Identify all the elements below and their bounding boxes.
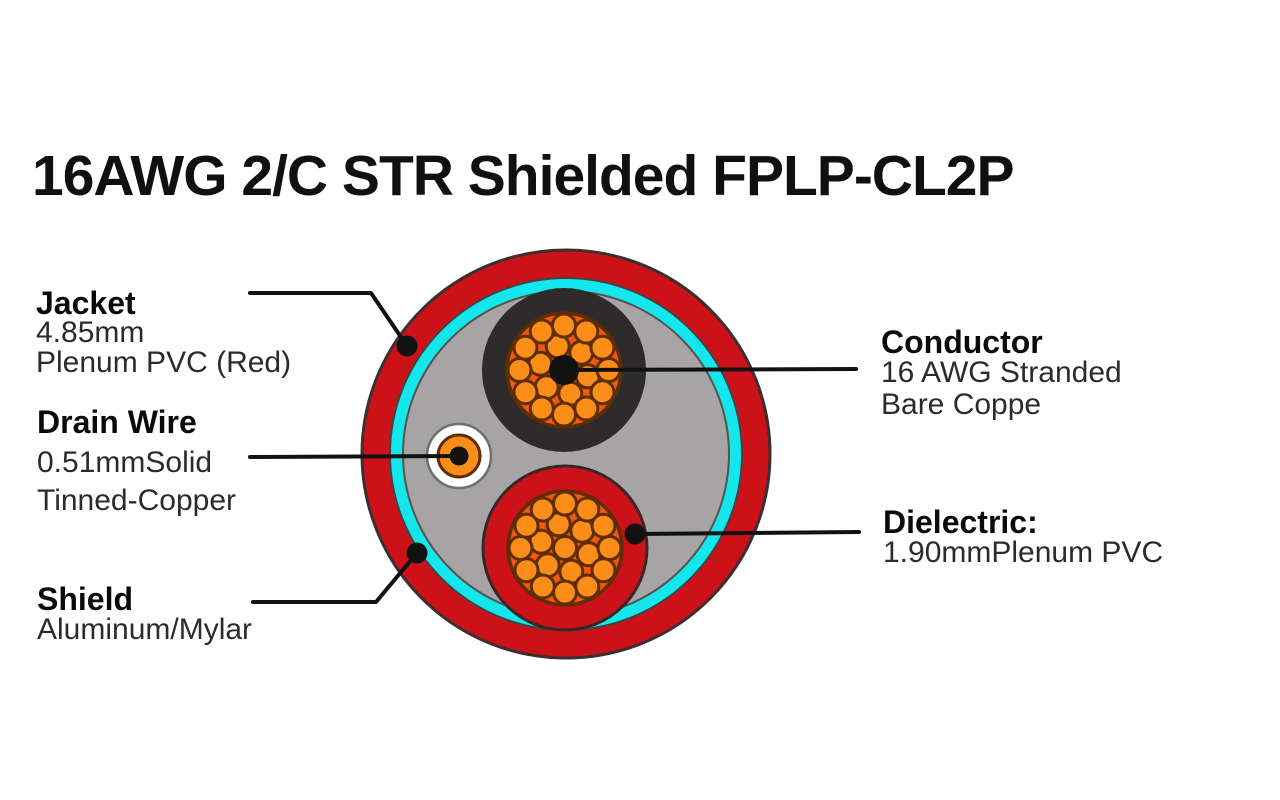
conductor-spec-line2: Bare Coppe (881, 388, 1042, 421)
conductor-strand (590, 557, 617, 584)
conductor-strand (596, 535, 623, 561)
conductor-strand (529, 496, 556, 523)
conductor-strand (552, 579, 578, 606)
conductor-strand (528, 318, 555, 345)
conductor-strand (590, 512, 617, 539)
jacket-label: Jacket (36, 285, 136, 321)
conductor-strand (506, 357, 533, 383)
drain-wire-leader-line (248, 454, 461, 459)
conductor-strand (574, 496, 601, 523)
conductor-leader-line (562, 367, 858, 372)
conductor-strand (507, 535, 534, 561)
jacket-spec-line2: Plenum PVC (Red) (36, 346, 292, 379)
conductor-strand (589, 379, 616, 406)
conductor-spec-line1: 16 AWG Stranded (881, 356, 1122, 389)
conductor-strand (512, 334, 539, 361)
jacket-anchor-dot (396, 335, 418, 357)
conductor-strand (513, 512, 540, 539)
insulated-conductor-bottom (481, 464, 649, 632)
conductor-strand (551, 312, 577, 339)
drain-wire-spec-line2: Tinned-Copper (37, 484, 236, 517)
page-title: 16AWG 2/C STR Shielded FPLP-CL2P (32, 144, 1015, 208)
conductor-strand (573, 395, 600, 422)
jacket-spec-line1: 4.85mm (36, 316, 145, 349)
dielectric-anchor-dot (624, 523, 646, 545)
conductor-strand (513, 557, 540, 584)
shield-leader-line (251, 551, 419, 604)
conductor-strand (573, 318, 600, 345)
dielectric-spec-line1: 1.90mmPlenum PVC (883, 536, 1164, 569)
drain-wire-label: Drain Wire (37, 404, 197, 440)
conductor-strand (569, 517, 596, 544)
shield-anchor-dot (406, 542, 428, 564)
conductor-strand (552, 490, 578, 517)
conductor-strand (552, 535, 578, 561)
dielectric-leader-line (633, 530, 861, 536)
conductor-strand (534, 552, 561, 579)
conductor-strand (528, 395, 555, 422)
jacket-leader-line (248, 291, 409, 348)
drain-wire-spec-line1: 0.51mmSolid (37, 446, 213, 479)
dielectric-label: Dielectric: (883, 504, 1038, 540)
conductor-strand (589, 334, 616, 361)
conductor-strand (551, 401, 577, 428)
shield-label: Shield (37, 581, 134, 617)
conductor-strand (529, 573, 556, 600)
conductor-label: Conductor (881, 324, 1043, 360)
shield-spec-line1: Aluminum/Mylar (37, 613, 253, 646)
strand-group (507, 490, 623, 606)
leader-lines (248, 291, 861, 604)
conductor-strand (574, 573, 601, 600)
conductor-strand (512, 379, 539, 406)
